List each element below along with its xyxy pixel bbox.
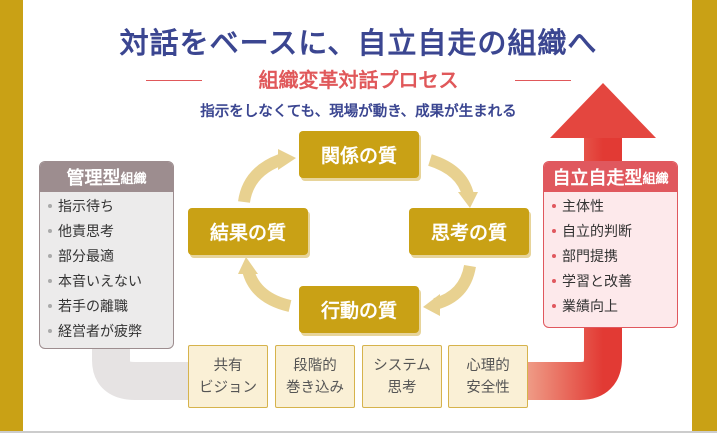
bullet-icon xyxy=(552,303,556,308)
list-item: 若手の離職 xyxy=(48,295,173,320)
cycle-arrowhead-icon xyxy=(278,149,296,170)
item-text: 自立的判断 xyxy=(562,224,632,240)
list-item: 経営者が疲弊 xyxy=(48,320,173,345)
subtitle-part1: 組織変革対話 xyxy=(258,68,379,92)
panel-title-small: 組織 xyxy=(120,171,147,187)
item-text: 本音いえない xyxy=(58,274,142,290)
pillar-psychological-safety: 心理的安全性 xyxy=(448,345,528,408)
cycle-arrowhead-icon xyxy=(423,294,440,316)
item-text: 若手の離職 xyxy=(58,299,128,315)
bottom-border xyxy=(0,431,717,433)
pillar-shared-vision: 共有ビジョン xyxy=(188,345,268,408)
cycle-result: 結果の質 xyxy=(188,208,308,255)
list-item: 主体性 xyxy=(552,195,677,220)
item-text: 学習と改善 xyxy=(562,274,632,290)
cycle-arrowhead-icon xyxy=(458,192,478,208)
divider xyxy=(146,80,202,81)
right-frame xyxy=(692,0,717,433)
main-title: 対話をベースに、自立自走の組織へ xyxy=(119,26,598,60)
panel-header: 管理型組織 xyxy=(40,162,173,192)
bullet-icon xyxy=(48,328,52,333)
bullet-icon xyxy=(48,253,52,258)
bullet-icon xyxy=(552,203,556,208)
panel-header: 自立自走型組織 xyxy=(544,162,677,192)
panel-title-small: 組織 xyxy=(642,171,669,187)
list-item: 本音いえない xyxy=(48,270,173,295)
item-text: 主体性 xyxy=(562,199,604,215)
tagline: 指示をしなくても、現場が動き、成果が生まれる xyxy=(200,104,517,120)
item-text: 経営者が疲弊 xyxy=(58,324,142,340)
pillar-systems-thinking: システム思考 xyxy=(362,345,442,408)
list-item: 業績向上 xyxy=(552,295,677,320)
subtitle: 組織変革対話プロセス xyxy=(0,67,717,93)
list-item: 指示待ち xyxy=(48,195,173,220)
item-text: 部分最適 xyxy=(58,249,114,265)
subtitle-part2: プロセス xyxy=(378,68,459,92)
bullet-icon xyxy=(48,228,52,233)
pillar-line: 思考 xyxy=(387,379,417,396)
cycle-relationship: 関係の質 xyxy=(299,131,419,178)
bullet-icon xyxy=(48,303,52,308)
list-item: 部分最適 xyxy=(48,245,173,270)
bullet-icon xyxy=(48,278,52,283)
divider xyxy=(515,80,571,81)
cycle-arrowhead-icon xyxy=(238,257,258,274)
up-arrow-icon xyxy=(550,83,656,138)
red-path xyxy=(520,130,622,400)
pillar-line: 安全性 xyxy=(466,379,510,396)
pillar-line: システム xyxy=(373,357,431,374)
pillar-staged-involvement: 段階的巻き込み xyxy=(275,345,355,408)
item-text: 指示待ち xyxy=(58,199,114,215)
autonomous-org-panel: 自立自走型組織 主体性 自立的判断 部門提携 学習と改善 業績向上 xyxy=(543,161,678,328)
management-org-panel: 管理型組織 指示待ち 他責思考 部分最適 本音いえない 若手の離職 経営者が疲弊 xyxy=(39,161,174,349)
panel-title: 管理型 xyxy=(66,168,121,189)
bullet-icon xyxy=(48,203,52,208)
list-item: 部門提携 xyxy=(552,245,677,270)
list-item: 他責思考 xyxy=(48,220,173,245)
item-text: 他責思考 xyxy=(58,224,114,240)
panel-title: 自立自走型 xyxy=(552,168,643,189)
bullet-icon xyxy=(552,278,556,283)
pillar-line: 心理的 xyxy=(466,357,510,374)
bullet-icon xyxy=(552,253,556,258)
pillar-line: ビジョン xyxy=(199,379,257,396)
pillar-line: 段階的 xyxy=(293,357,337,374)
left-frame xyxy=(0,0,23,433)
item-text: 業績向上 xyxy=(562,299,618,315)
pillar-line: 巻き込み xyxy=(286,379,344,396)
gray-path xyxy=(92,349,200,400)
list-item: 学習と改善 xyxy=(552,270,677,295)
list-item: 自立的判断 xyxy=(552,220,677,245)
pillar-line: 共有 xyxy=(213,357,243,374)
bullet-icon xyxy=(552,228,556,233)
cycle-thinking: 思考の質 xyxy=(409,208,529,255)
cycle-action: 行動の質 xyxy=(299,286,419,333)
item-text: 部門提携 xyxy=(562,249,618,265)
